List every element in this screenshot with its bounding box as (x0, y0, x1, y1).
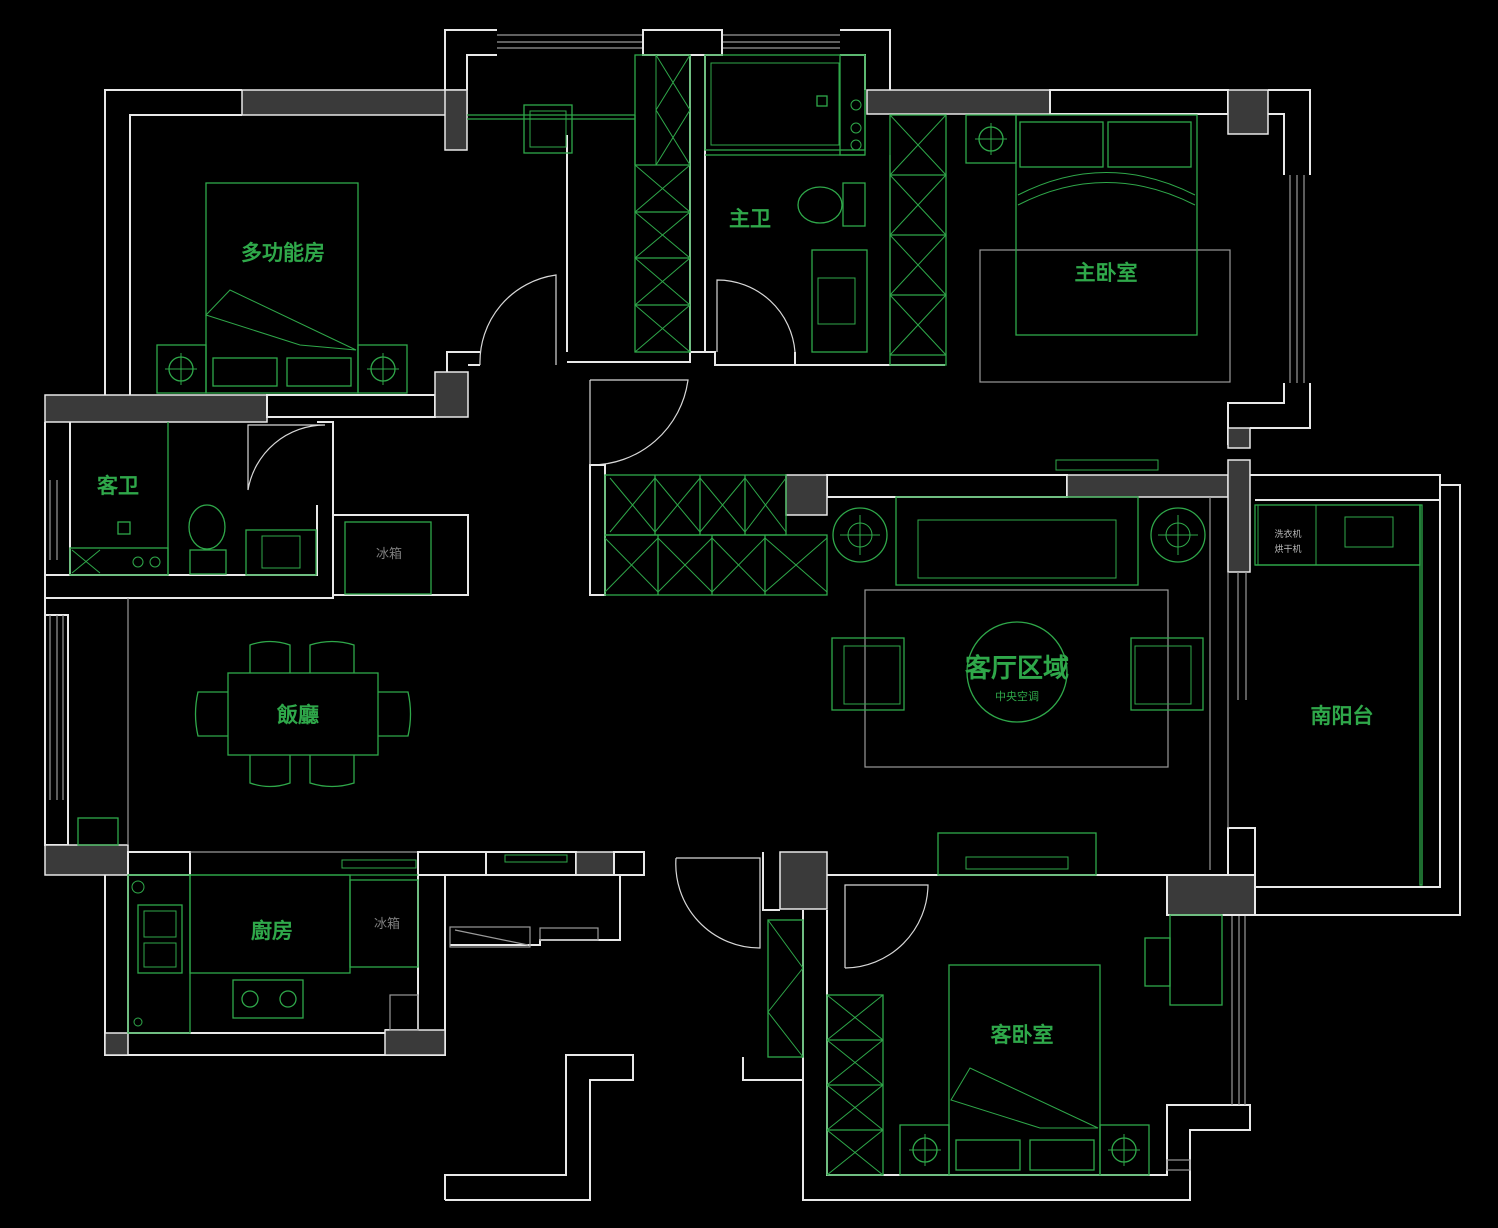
nightstand (1099, 1124, 1150, 1176)
bathtub (704, 54, 866, 151)
label-dining: 飯廳 (276, 703, 319, 727)
double-sink (137, 904, 183, 974)
sofa (895, 496, 1139, 586)
bed (1015, 114, 1198, 336)
storage-cabinet (604, 474, 828, 596)
pillow (955, 1139, 1021, 1171)
counter (127, 874, 191, 1034)
vanity (69, 547, 169, 576)
label-guest-bedroom: 客卧室 (991, 1023, 1054, 1047)
kitchen: 廚房 冰箱 (127, 854, 599, 1034)
door-hall (589, 379, 689, 466)
chair (1144, 937, 1171, 987)
chair (194, 691, 228, 737)
rug (864, 589, 1169, 768)
nightstand-right (357, 344, 408, 394)
bed (948, 964, 1101, 1176)
doors (247, 274, 929, 969)
chair (249, 755, 291, 788)
coffee-table (966, 621, 1068, 723)
label-master-bath: 主卫 (729, 207, 771, 231)
toilet (188, 504, 226, 550)
armchair (1130, 637, 1204, 711)
label-washer: 洗衣机 (1274, 528, 1301, 540)
label-dryer: 烘干机 (1274, 543, 1301, 555)
dining-table (227, 672, 379, 756)
label-kitchen: 廚房 (251, 919, 293, 943)
fridge (349, 879, 419, 968)
door-multi-function (479, 274, 557, 366)
label-multi-function-room: 多功能房 (241, 241, 325, 265)
nightstand (965, 114, 1017, 164)
label-fridge: 冰箱 (376, 546, 402, 562)
label-master-bedroom: 主卧室 (1075, 261, 1138, 285)
south-balcony: 洗衣机 烘干机 南阳台 (1254, 504, 1423, 886)
chair (309, 640, 355, 673)
side-table (832, 507, 888, 563)
label-living-area: 客厅区域 (965, 653, 1069, 684)
desk (523, 104, 573, 154)
master-bedroom: 主卧室 (889, 114, 1231, 383)
sink (817, 277, 856, 325)
dining-area: 飯廳 (77, 640, 412, 846)
fridge-upper: 冰箱 (344, 521, 432, 595)
door-master-bath (716, 279, 796, 353)
nightstand (899, 1124, 950, 1176)
multi-function-room: 多功能房 (156, 54, 691, 394)
walls (44, 29, 1461, 1201)
chair (249, 640, 291, 673)
label-central-ac: 中央空调 (995, 689, 1039, 703)
pillow (1029, 1139, 1095, 1171)
armchair (831, 637, 905, 711)
label-fridge-kitchen: 冰箱 (374, 916, 400, 932)
tv-cabinet (937, 832, 1097, 876)
pillow (286, 357, 352, 387)
label-guest-bath: 客卫 (97, 474, 139, 498)
side-table (1150, 507, 1206, 563)
label-south-balcony: 南阳台 (1311, 704, 1374, 728)
pillow (1107, 121, 1192, 168)
bed (205, 182, 359, 394)
door-kitchen-entry (675, 857, 761, 949)
living-area: 客厅区域 中央空调 (831, 459, 1206, 876)
cabinet (767, 919, 804, 1058)
pillow (212, 357, 278, 387)
pillow (1019, 121, 1104, 168)
nightstand-left (156, 344, 207, 394)
sink-cabinet (811, 249, 868, 353)
wardrobe (889, 114, 947, 366)
guest-bedroom: 客卧室 (767, 914, 1223, 1176)
toilet (797, 186, 843, 224)
guest-bath: 客卫 (69, 422, 317, 576)
door-guest-bath (247, 424, 326, 491)
stove (232, 979, 304, 1019)
chair (309, 755, 355, 788)
desk (1169, 914, 1223, 1006)
rug (979, 249, 1231, 383)
chair (378, 691, 412, 737)
sink (245, 529, 317, 576)
bed-blanket-fold (205, 289, 357, 351)
master-bath: 主卫 (704, 54, 868, 353)
door-guest-bedroom (844, 884, 929, 969)
